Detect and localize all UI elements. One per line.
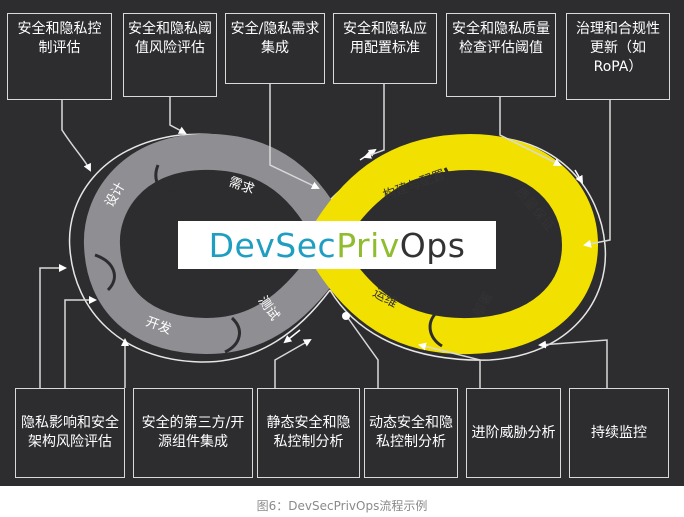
top-box-2: 安全和隐私阈值风险评估 [123,13,217,97]
bottom-box-2: 安全的第三方/开源组件集成 [133,388,253,478]
bottom-box-1: 隐私影响和安全架构风险评估 [15,388,125,478]
orbit-arrow-1 [359,148,377,161]
title-part-devsec: DevSec [208,225,337,265]
bottom-box-3: 静态安全和隐私控制分析 [257,388,360,478]
devsecprivops-loop-diagram: 设计 需求 开发 测试 构建与配置 质量保证 运维 部署 [39,84,611,388]
top-box-1: 安全和隐私控制评估 [7,13,112,100]
bottom-box-6: 持续监控 [569,388,669,478]
figure-caption: 图6：DevSecPrivOps流程示例 [256,499,428,513]
title-part-priv: Priv [336,225,400,265]
orbit-arrow-2 [283,329,301,344]
dev-loop-band [83,133,346,355]
top-box-3: 安全/隐私需求集成 [225,13,325,84]
top-connectors [61,84,611,248]
label-deploy: 部署 [470,290,496,320]
top-box-4: 安全和隐私应用配置标准 [333,13,437,84]
connector-dot [342,312,350,320]
ops-loop-band [314,133,599,355]
bottom-connectors [39,264,608,388]
top-box-5: 安全和隐私质量检查评估阈值 [446,13,556,97]
loop-separators [94,164,561,354]
bottom-box-4: 动态安全和隐私控制分析 [364,388,458,478]
top-box-6: 治理和合规性更新（如RoPA） [566,13,670,100]
title-part-ops: Ops [399,225,466,265]
label-requirements: 需求 [227,175,257,198]
bottom-box-5: 进阶威胁分析 [466,388,561,478]
orbit-arrow-3 [574,169,584,184]
